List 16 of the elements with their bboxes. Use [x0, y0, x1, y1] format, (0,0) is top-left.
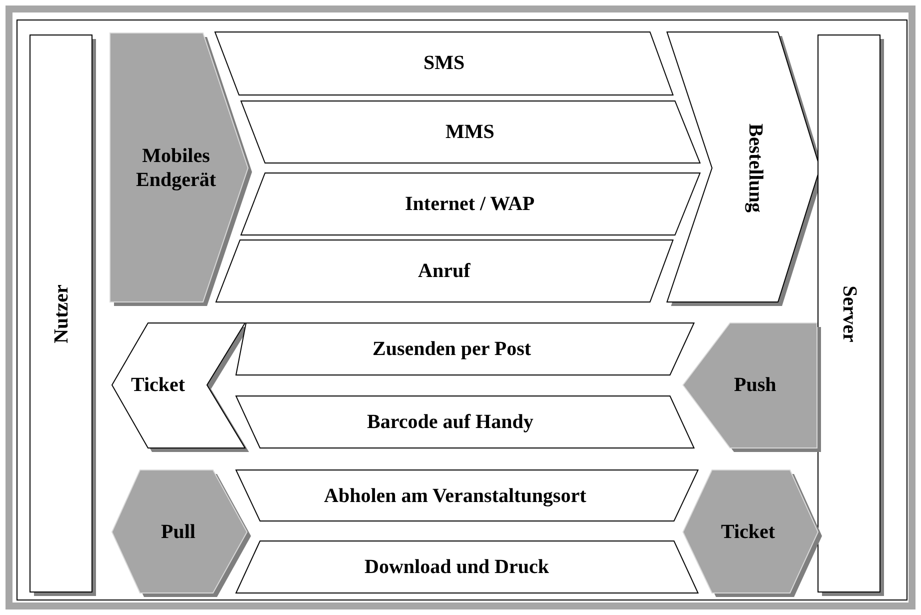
node-label: Zusenden per Post [372, 337, 532, 361]
node-label: Mobiles Endgerät [135, 144, 217, 192]
node-label: MMS [446, 120, 494, 144]
node-label: Anruf [418, 259, 470, 283]
node-label: Pull [161, 520, 196, 544]
node-label: Ticket [131, 373, 186, 397]
node-label: Server [836, 286, 861, 342]
node-label: Bestellung [742, 124, 767, 212]
node-label: SMS [424, 51, 465, 75]
node-label: Download und Druck [364, 555, 550, 579]
node-label: Internet / WAP [405, 192, 535, 216]
node-label: Ticket [721, 520, 776, 544]
node-label: Push [734, 373, 776, 397]
node-label: Abholen am Veranstaltungsort [324, 484, 586, 508]
node-label: Barcode auf Handy [367, 410, 534, 434]
node-label: Nutzer [48, 284, 73, 344]
